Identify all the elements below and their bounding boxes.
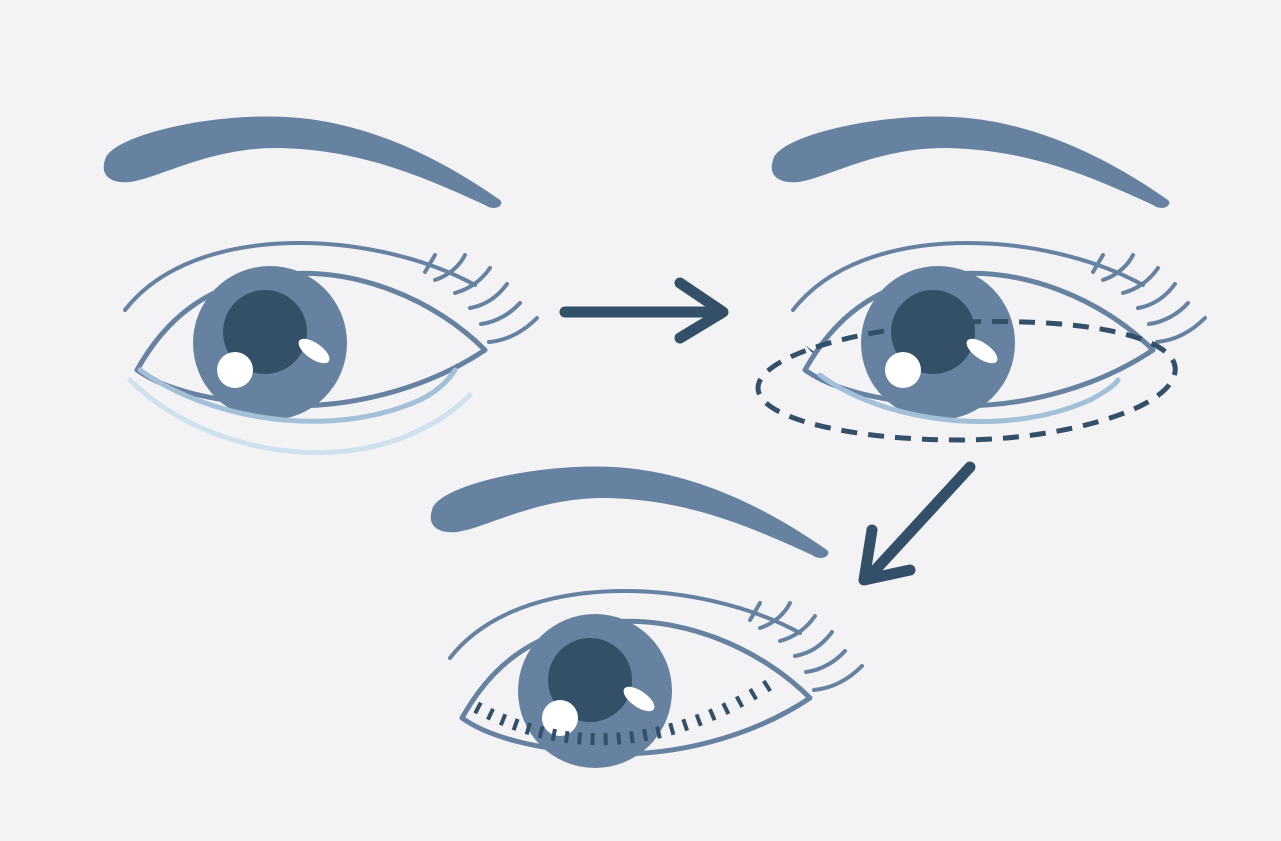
stitch	[668, 722, 676, 736]
stitch	[642, 728, 649, 742]
arrow-down-left	[858, 461, 976, 586]
stitch	[524, 722, 532, 735]
stitch	[498, 713, 508, 727]
stitch	[748, 688, 758, 701]
under-eye-bag-line-2	[127, 377, 473, 455]
stitch	[577, 732, 583, 745]
stitch	[616, 732, 622, 745]
stitch	[473, 701, 483, 715]
dashed-treatment-area	[755, 319, 1178, 443]
suture-stitches	[473, 679, 772, 746]
stitch	[511, 718, 520, 731]
stitch	[563, 730, 570, 744]
stitch	[734, 695, 745, 708]
stitch	[629, 730, 635, 744]
arrow-right	[559, 277, 729, 344]
eye-after	[430, 466, 862, 768]
eye-marked	[755, 116, 1205, 443]
eyebrow-before	[103, 116, 502, 208]
stitch	[486, 707, 495, 721]
under-eye-bag-line-1	[137, 367, 458, 424]
stitch	[721, 702, 731, 715]
stitch	[681, 718, 689, 732]
under-eye-bag-line-marked	[817, 372, 1121, 425]
stitch	[537, 725, 545, 739]
stitch	[708, 708, 717, 721]
stitch	[550, 728, 557, 742]
stitch	[694, 713, 703, 727]
stitch	[655, 726, 662, 739]
eye-before	[103, 116, 537, 455]
stitch	[762, 679, 772, 693]
eyebrow-marked	[771, 116, 1170, 208]
eyebrow-after	[430, 466, 829, 558]
